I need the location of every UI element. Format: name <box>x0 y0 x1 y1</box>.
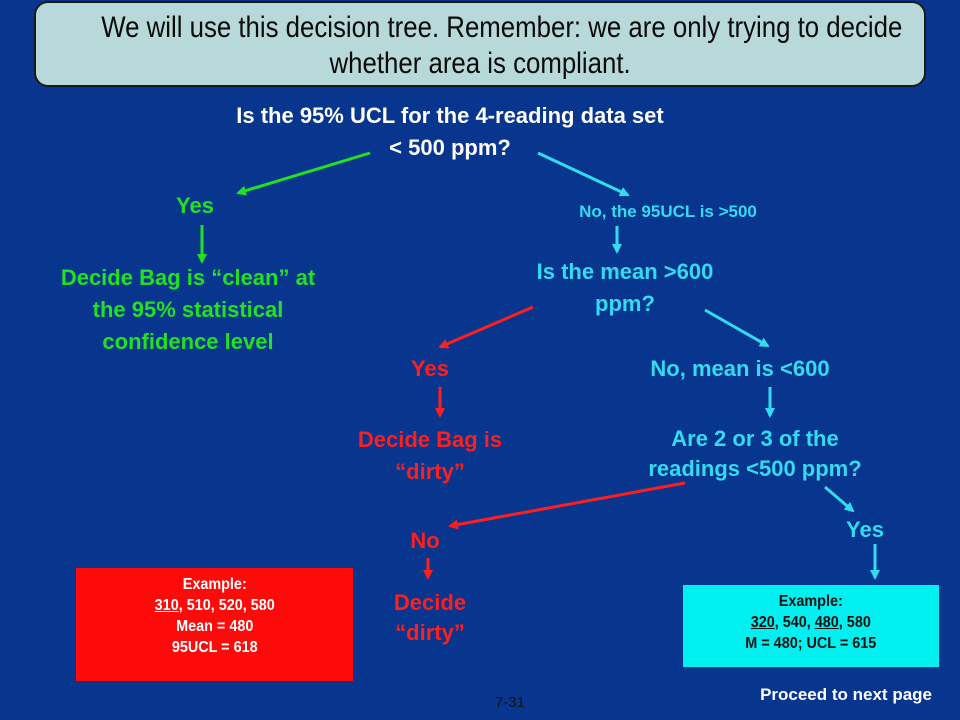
arrow-mean-to-no <box>704 308 770 348</box>
question-mean-line-2: ppm? <box>595 291 655 316</box>
decision-clean-line-3: confidence level <box>102 329 274 354</box>
decision-clean: Decide Bag is “clean” at the 95% statist… <box>18 262 358 358</box>
arrow-root-to-no <box>537 151 630 197</box>
question-readings-line-1: Are 2 or 3 of the <box>671 426 839 451</box>
arrow-readings-to-yes <box>824 485 855 513</box>
arrow-root-to-yes <box>236 151 371 196</box>
title-line-2: whether area is compliant. <box>329 47 631 80</box>
question-readings: Are 2 or 3 of the readings <500 ppm? <box>600 424 910 484</box>
arrow-readings-to-no <box>448 481 686 530</box>
arrow-mean-to-yes <box>438 305 534 349</box>
example-cyan-heading: Example: <box>778 593 844 610</box>
example-cyan-box: Example: 320, 540, 480, 580 M = 480; UCL… <box>683 585 939 667</box>
root-question-line-2: < 500 ppm? <box>389 135 511 160</box>
branch-no-2: No, mean is <600 <box>650 356 830 381</box>
decision-dirty-1-line-1: Decide Bag is <box>357 427 503 452</box>
example-red-values: 310, 510, 520, 580 <box>154 595 274 616</box>
branch-no-1: No, the 95UCL is >500 <box>579 202 757 221</box>
question-readings-line-2: readings <500 ppm? <box>648 456 862 481</box>
example-cyan-summary: M = 480; UCL = 615 <box>745 635 877 652</box>
example-cyan-value-1: 320 <box>750 614 775 631</box>
title-banner: We will use this decision tree. Remember… <box>34 1 926 87</box>
decision-dirty-2-line-1: Decide <box>393 590 467 615</box>
branch-yes-3: Yes <box>846 517 884 542</box>
example-cyan-values: 320, 540, 480, 580 <box>745 612 876 633</box>
decision-dirty-2-line-2: “dirty” <box>395 620 465 645</box>
example-cyan-sep-2: , 580 <box>839 614 872 631</box>
example-red-ucl: 95UCL = 618 <box>171 639 258 656</box>
branch-no-3: No <box>410 528 440 553</box>
example-red-box: Example: 310, 510, 520, 580 Mean = 480 9… <box>76 568 353 681</box>
root-question: Is the 95% UCL for the 4-reading data se… <box>160 100 740 164</box>
branch-yes-2: Yes <box>411 356 449 381</box>
decision-dirty-2: Decide “dirty” <box>360 588 500 648</box>
example-red-first-value: 310 <box>154 597 179 614</box>
example-cyan-sep-1: , 540, <box>774 614 815 631</box>
example-red-mean: Mean = 480 <box>175 618 254 635</box>
question-mean: Is the mean >600 ppm? <box>490 256 760 320</box>
title-line-1: We will use this decision tree. Remember… <box>101 11 903 44</box>
decision-dirty-1: Decide Bag is “dirty” <box>330 424 530 488</box>
decision-dirty-1-line-2: “dirty” <box>395 459 465 484</box>
root-question-line-1: Is the 95% UCL for the 4-reading data se… <box>236 103 664 128</box>
example-red-heading: Example: <box>182 576 247 593</box>
page-number: 7-31 <box>494 694 526 711</box>
question-mean-line-1: Is the mean >600 <box>536 259 714 284</box>
decision-clean-line-1: Decide Bag is “clean” at <box>60 265 316 290</box>
example-red-rest-values: , 510, 520, 580 <box>178 597 275 614</box>
decision-clean-line-2: the 95% statistical <box>92 297 284 322</box>
footer-note: Proceed to next page <box>760 685 932 704</box>
branch-yes-1: Yes <box>176 193 214 218</box>
example-cyan-value-3: 480 <box>814 614 840 631</box>
